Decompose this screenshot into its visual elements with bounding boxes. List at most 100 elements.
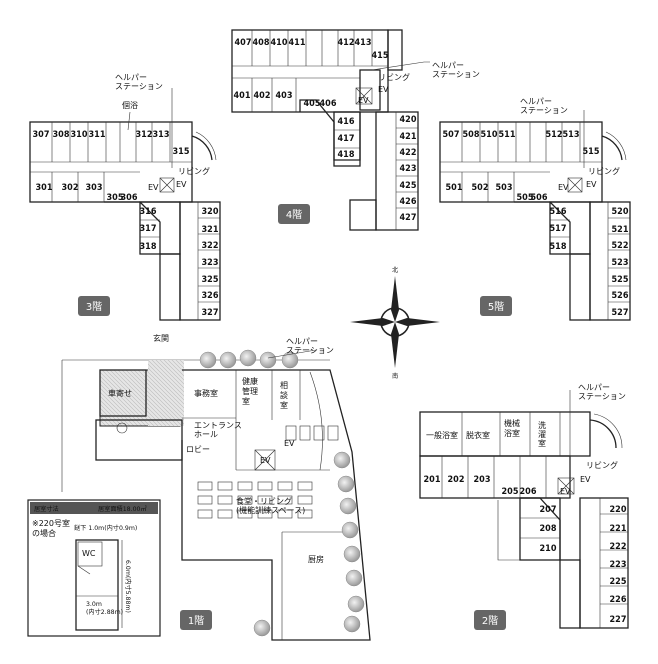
floor-3-badge-bg [78, 296, 110, 316]
room-510: 510 [481, 130, 498, 140]
legend-title: 居室寸法 [34, 505, 59, 513]
floor-1-badge-bg [180, 610, 212, 630]
room-302: 302 [62, 183, 79, 193]
room-513: 513 [563, 130, 580, 140]
dining-table [327, 425, 339, 441]
room-527: 527 [612, 308, 629, 318]
f5-living-label: リビング [588, 166, 620, 176]
f4-living-label: リビング [378, 72, 410, 82]
dining-table [257, 481, 273, 491]
room-317: 317 [140, 224, 157, 234]
room-416: 416 [338, 117, 355, 127]
f5-ev-label: EV [586, 180, 597, 189]
tree-icon [341, 521, 359, 539]
legend-note: ※220号室の場合 [32, 518, 70, 538]
f1-consultation-label: 相談室 [280, 380, 288, 410]
dining-table [277, 481, 293, 491]
f3-bath-label: 個浴 [122, 100, 138, 110]
room-220: 220 [610, 505, 627, 515]
room-306: 306 [121, 193, 138, 203]
room-307: 307 [33, 130, 50, 140]
room-523: 523 [612, 258, 629, 268]
f4-helper-station-label: ヘルパーステーション [432, 61, 480, 79]
room-425: 425 [400, 181, 417, 191]
room-502: 502 [472, 183, 489, 193]
legend-width-top: 鎹下 1.0m(内寸0.9m) [74, 524, 137, 532]
tree-icon [343, 615, 361, 633]
room-201: 201 [424, 475, 441, 485]
f3-ev-shaft-label: EV [148, 183, 159, 192]
room-521: 521 [612, 225, 629, 235]
room-203: 203 [474, 475, 491, 485]
f5-ev-shaft-label: EV [558, 183, 569, 192]
room-202: 202 [448, 475, 465, 485]
floor-2-badge-bg [474, 610, 506, 630]
f2-laundry-label: 洗濯室 [538, 420, 546, 448]
room-401: 401 [234, 91, 251, 101]
room-318: 318 [140, 242, 157, 252]
dining-table [217, 481, 233, 491]
f4-ev-label: EV [378, 85, 389, 94]
room-323: 323 [202, 258, 219, 268]
dining-table [299, 425, 311, 441]
room-526: 526 [612, 291, 629, 301]
room-315: 315 [173, 147, 190, 157]
room-516: 516 [550, 207, 567, 217]
f2-machine-bath-label: 機械浴室 [504, 418, 520, 438]
f1-dining-label: 食堂・リビング(機能訓練スペース) [236, 496, 305, 515]
floor-2-badge: 2階 [482, 615, 498, 627]
room-517: 517 [550, 224, 567, 234]
room-420: 420 [400, 115, 417, 125]
room-320: 320 [202, 207, 219, 217]
dining-table [277, 495, 293, 505]
f1-kitchen-label: 厨房 [308, 554, 324, 564]
room-227: 227 [610, 615, 627, 625]
room-dimension-legend [27, 499, 161, 637]
f1-ev-label: EV [284, 439, 295, 448]
floor-5-plan [439, 110, 631, 321]
dining-table [217, 495, 233, 505]
room-415: 415 [372, 51, 389, 61]
room-305: 305 [107, 193, 124, 203]
room-413: 413 [355, 38, 372, 48]
room-312: 312 [136, 130, 153, 140]
room-311: 311 [89, 130, 106, 140]
room-301: 301 [36, 183, 53, 193]
room-221: 221 [610, 524, 627, 534]
room-327: 327 [202, 308, 219, 318]
room-525: 525 [612, 275, 629, 285]
floor-3-plan [29, 88, 221, 321]
room-225: 225 [610, 577, 627, 587]
f1-ev-shaft-label: EV [260, 456, 271, 465]
tree-icon [343, 545, 361, 563]
dining-table [277, 509, 293, 519]
tree-icon [347, 595, 365, 613]
dining-table [285, 425, 297, 441]
f4-ev-shaft-label: EV [358, 96, 369, 105]
f1-office-label: 事務室 [194, 388, 218, 398]
room-505: 505 [517, 193, 534, 203]
room-518: 518 [550, 242, 567, 252]
floor-4-badge-bg [278, 204, 310, 224]
legend-width-bottom: 3.0m(内寸2.88m) [86, 601, 123, 616]
tree-icon [259, 351, 277, 369]
compass-north-label: 北 [392, 266, 399, 274]
floor-5-badge: 5階 [488, 301, 504, 313]
room-308: 308 [53, 130, 70, 140]
tree-icon [333, 451, 351, 469]
f1-helper-station-label: ヘルパーステーション [286, 337, 334, 355]
f1-entrance-hall-label: エントランスホール [194, 421, 242, 439]
dining-table [297, 481, 313, 491]
room-402: 402 [254, 91, 271, 101]
floor-1-plan [61, 349, 371, 641]
room-421: 421 [400, 132, 417, 142]
f2-ev-label: EV [580, 475, 591, 484]
dining-table [297, 509, 313, 519]
dining-table [197, 481, 213, 491]
room-226: 226 [610, 595, 627, 605]
room-410: 410 [271, 38, 288, 48]
tree-icon [345, 569, 363, 587]
f2-ev-shaft-label: EV [560, 487, 571, 496]
room-426: 426 [400, 197, 417, 207]
